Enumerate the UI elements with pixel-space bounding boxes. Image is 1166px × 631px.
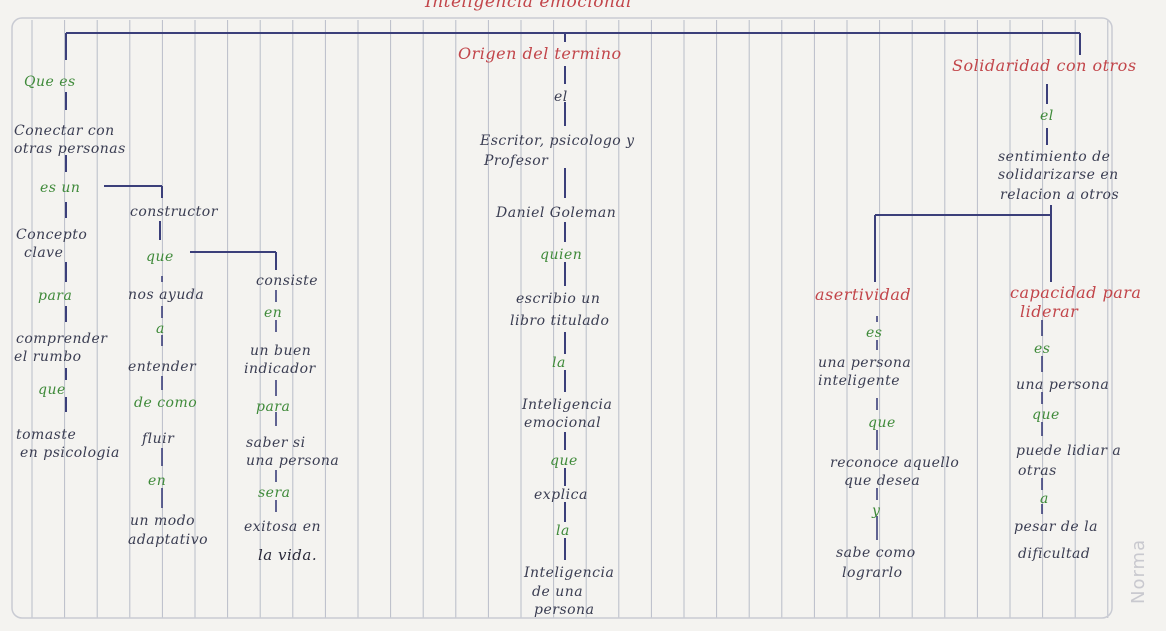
brand-watermark: Norma [1128,538,1149,604]
left-purpose-line2: el rumbo [14,349,82,365]
constructor-title: constructor [130,204,218,220]
capacidad-item: otras [1018,463,1057,479]
left-result-line2: en psicologia [20,445,120,461]
connector-lines [65,32,1081,560]
right-definition: solidarizarse en [998,167,1119,183]
center-title: Origen del termino [458,44,622,63]
asertividad-item: inteligente [818,373,901,389]
center-item: Inteligencia [522,397,613,413]
constructor-item: fluir [142,431,175,447]
page-title: Inteligencia emocional [425,0,632,12]
left-result-line1: tomaste [16,427,77,443]
consiste-item: consiste [256,273,319,289]
capacidad-item: una persona [1016,377,1110,393]
capacidad-item: es [1034,341,1051,357]
consiste-item: un buen [250,343,312,359]
center-item: Inteligencia [524,565,615,581]
center-item: Daniel Goleman [496,205,617,221]
constructor-item: entender [128,359,197,375]
constructor-item: adaptativo [128,532,209,548]
center-item: la [552,355,566,371]
page-border [11,17,1113,619]
center-item: quien [540,247,583,263]
capacidad-title-line1: capacidad para [1010,283,1142,302]
capacidad-title-line2: liderar [1020,302,1079,321]
center-item: la [556,523,570,539]
center-item: explica [534,487,588,503]
asertividad-item: una persona [818,355,912,371]
asertividad-item: que desea [844,473,921,489]
left-answer-line1: Conectar con [14,123,115,139]
constructor-item: de como [134,395,198,411]
center-item: de una [532,584,584,600]
center-item: libro titulado [510,313,610,329]
left-link-que: que [38,382,66,398]
center-item: el [554,89,568,105]
constructor-item: un modo [130,513,196,529]
asertividad-item: sabe como [836,545,916,561]
right-definition: relacion a otros [1000,187,1120,203]
constructor-item: en [148,473,167,489]
center-item: Profesor [484,153,549,169]
center-item: persona [534,602,595,618]
consiste-item: la vida. [258,546,318,564]
asertividad-title: asertividad [815,285,912,304]
constructor-item: nos ayuda [128,287,205,303]
consiste-item: para [256,399,291,415]
capacidad-item: dificultad [1018,546,1091,562]
asertividad-item: lograrlo [842,565,903,581]
consiste-item: saber si [246,435,306,451]
notebook-rule-lines [31,20,1109,618]
center-item: escribio un [516,291,601,307]
left-question: Que es [24,74,76,90]
center-item: que [550,453,578,469]
left-purpose-line1: comprender [16,331,108,347]
capacidad-item: que [1032,407,1060,423]
left-answer-line2: otras personas [14,141,126,157]
asertividad-item: que [868,415,896,431]
capacidad-item: pesar de la [1014,519,1098,535]
right-link: el [1040,108,1054,124]
consiste-item: indicador [244,361,316,377]
consiste-item: en [264,305,283,321]
center-item: emocional [524,415,602,431]
small-ticks [161,276,1043,540]
right-definition: sentimiento de [998,149,1111,165]
consiste-item: sera [258,485,291,501]
left-link-para: para [38,288,73,304]
right-title: Solidaridad con otros [952,56,1137,75]
left-link-es-un: es un [40,180,81,196]
constructor-link-que: que [146,249,174,265]
asertividad-item: y [872,503,881,519]
consiste-item: una persona [246,453,340,469]
left-concept-line1: Concepto [16,227,88,243]
left-concept-line2: clave [24,245,64,261]
constructor-item: a [156,321,165,337]
center-item: Escritor, psicologo y [480,133,635,149]
consiste-item: exitosa en [244,519,321,535]
asertividad-item: reconoce aquello [830,455,960,471]
capacidad-item: puede lidiar a [1016,443,1122,459]
capacidad-item: a [1040,491,1049,507]
asertividad-item: es [866,325,883,341]
